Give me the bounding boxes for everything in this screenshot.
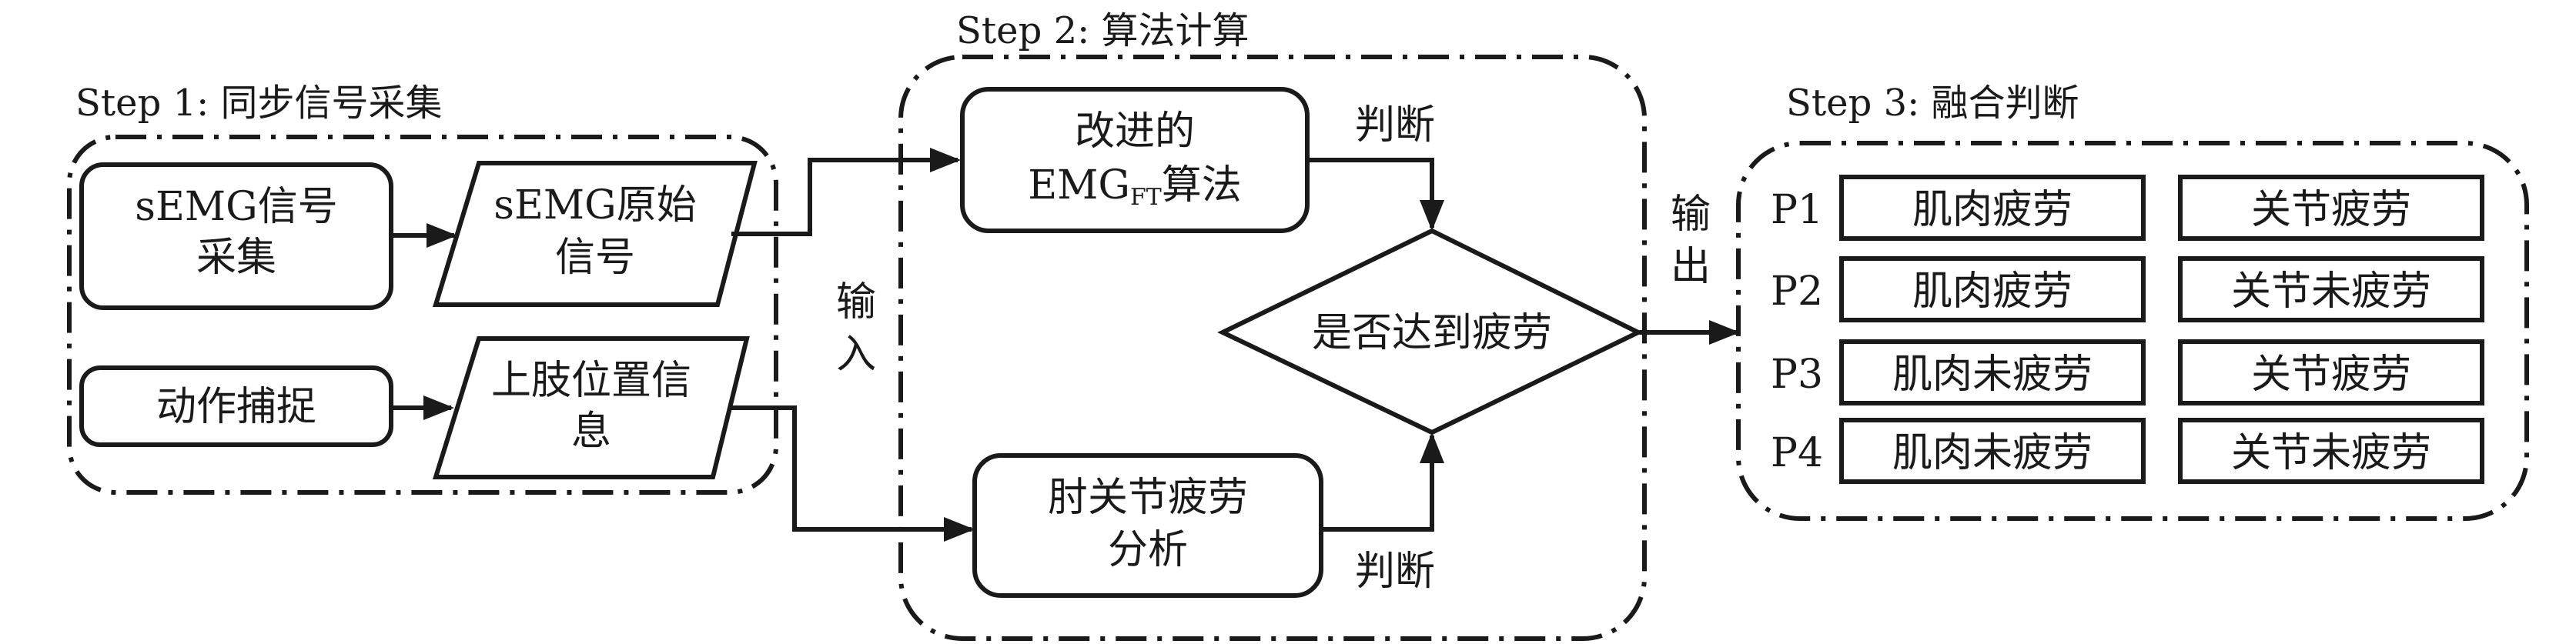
result-p1-label: P1 [1771,187,1823,233]
arrow-limb-to-elbow [728,405,975,542]
result-p2-muscle-box [1839,256,2146,322]
result-p3-muscle-box [1839,339,2146,405]
result-p4-joint: 关节未疲劳 [2231,430,2431,476]
result-p3-joint-box [2178,339,2484,405]
arrow-emg-to-decision [1307,158,1444,231]
step2-title: Step 2: 算法计算 [956,9,1250,52]
result-p3-muscle: 肌肉未疲劳 [1892,352,2093,398]
result-p3-joint: 关节疲劳 [2251,352,2411,398]
limb-position-box [432,336,750,479]
arrow-elbow-to-decision [1321,432,1444,532]
semg-raw-label-1: sEMG原始 [493,182,696,229]
result-p1-joint-box [2178,175,2484,241]
judge-label-top: 判断 [1355,102,1435,148]
result-p1-muscle: 肌肉疲劳 [1912,187,2073,233]
elbow-analysis-box [972,453,1323,598]
result-p4-label: P4 [1771,430,1823,476]
result-p1-muscle-box [1839,175,2146,241]
semg-collect-label-2: 采集 [196,235,276,281]
emg-suffix: 算法 [1162,162,1242,209]
fatigue-decision-label: 是否达到疲劳 [1312,310,1552,356]
step2-container [898,55,1647,641]
result-p3-label: P3 [1771,352,1823,398]
emg-algorithm-label-1: 改进的 [1075,108,1195,155]
emg-text: EMG [1028,162,1130,209]
emg-algorithm-label-2: EMGFT算法 [1028,162,1242,211]
limb-position-label-1: 上肢位置信 [491,358,691,404]
result-p2-joint-box [2178,256,2484,322]
step3-title: Step 3: 融合判断 [1786,82,2079,125]
semg-raw-label-2: 信号 [555,235,635,281]
step1-container [67,135,778,495]
output-label-2: 出 [1671,244,1711,290]
elbow-analysis-label-1: 肘关节疲劳 [1048,475,1248,521]
result-p4-muscle-box [1839,418,2146,484]
semg-collect-label-1: sEMG信号 [135,184,337,230]
result-p2-label: P2 [1771,269,1823,315]
limb-position-label-2: 息 [571,409,611,455]
input-label-1: 输 [836,279,876,325]
arrow-raw-to-emg [731,148,961,236]
motion-capture-label: 动作捕捉 [156,384,316,430]
result-p4-joint-box [2178,418,2484,484]
result-p2-muscle: 肌肉疲劳 [1912,269,2073,315]
input-label-2: 入 [836,332,876,378]
semg-raw-box [432,161,758,307]
step1-title: Step 1: 同步信号采集 [75,82,443,125]
emg-subscript: FT [1130,184,1162,211]
result-p2-joint: 关节未疲劳 [2231,269,2431,315]
output-label-1: 输 [1671,192,1711,238]
result-p1-joint: 关节疲劳 [2251,187,2411,233]
result-p4-muscle: 肌肉未疲劳 [1892,430,2093,476]
elbow-analysis-label-2: 分析 [1108,527,1188,573]
judge-label-bottom: 判断 [1355,549,1435,595]
